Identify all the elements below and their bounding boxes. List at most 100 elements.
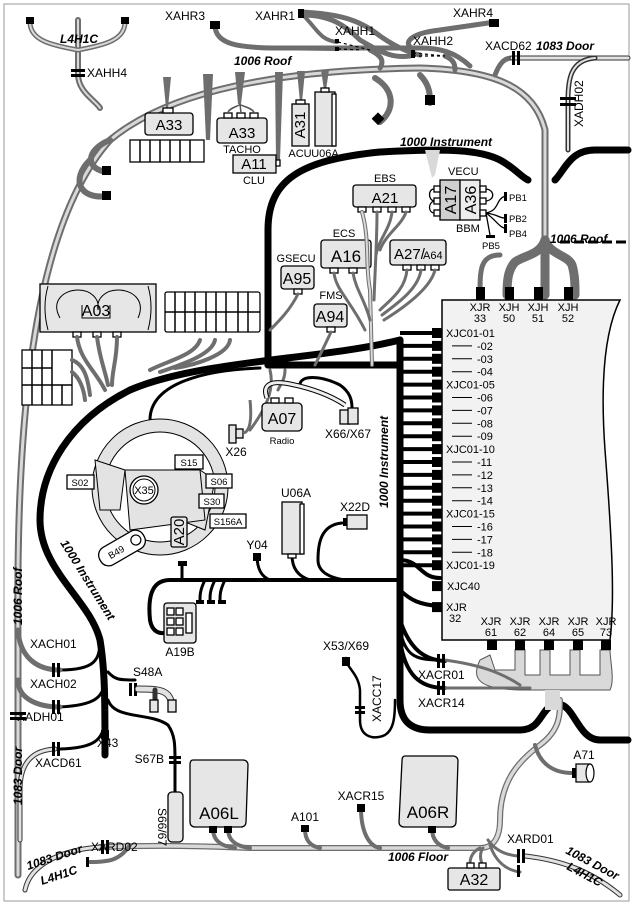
connector-xacr15[interactable]: XACR15 [338,789,385,812]
connector-x66-x67[interactable]: X66/X67 [325,407,371,441]
module-a33-tacho[interactable]: A33 TACHO [216,103,268,156]
xjc-pin-plug[interactable] [432,392,442,403]
xjc-pin-plug[interactable] [432,482,442,493]
module-a11[interactable]: A11 CLU [232,154,281,187]
xjr32-num: 32 [449,613,461,625]
pb1-label: PB1 [509,193,527,204]
s48a-label: S48A [133,665,162,679]
switch-s156a[interactable]: S156A [209,513,247,529]
xahr3-label: XAHR3 [165,9,205,23]
xjc-row-label: XJC01-10 [446,444,495,456]
module-a31[interactable]: A31 ACU [288,99,312,160]
a16-label: A16 [331,247,361,266]
door-harness-1083-top[interactable] [509,51,631,153]
xjc-row-label: -14 [477,496,493,508]
switch-s66-67[interactable]: S66/67 [155,791,184,846]
module-a06r[interactable]: A06R [398,755,459,833]
switch-s15[interactable]: S15 [174,454,204,470]
roof-1006-top-label: 1006 Roof [234,54,292,68]
a36-label: A36 [463,186,480,215]
xahr3-plug [210,21,220,29]
connector-y04[interactable]: Y04 [246,538,268,561]
a06r-label: A06R [407,803,450,822]
u06a-mid-label: U06A [281,486,311,500]
connector-xacc17[interactable]: XACC17 [355,675,384,722]
xjc-pin-plug[interactable] [432,457,442,467]
radio-label: Radio [270,436,295,447]
a33-left-label: A33 [156,117,183,134]
xahh2-label: XAHH2 [413,34,453,48]
xjc-pin-plug[interactable] [432,431,442,442]
xahh1-label: XAHH1 [335,24,375,38]
xjc40-label: XJC40 [447,581,480,593]
xacr14-label: XACR14 [418,696,465,710]
module-a94[interactable]: A94 FMS [313,290,348,333]
x35-connector[interactable]: X35 [129,475,159,505]
xjc-pin-plug[interactable] [432,444,442,455]
xahh4-label: XAHH4 [87,66,127,80]
xjc-pin-plug[interactable] [432,418,442,429]
cu-top-connector-name: XJH [558,302,579,314]
xjc-pin-plug[interactable] [432,560,442,571]
connector-x53-x69[interactable]: X53/X69 [323,639,369,666]
switch-s48a[interactable]: S48A [129,665,177,713]
xjc-pin-plug[interactable] [432,405,442,416]
xjc40-plug[interactable] [432,581,442,592]
module-a32[interactable]: A32 [447,862,501,891]
xjc-pin-plug[interactable] [432,328,442,338]
fuse-block-left[interactable] [21,349,73,406]
xjc-pin-plug[interactable] [432,534,442,545]
roof-left-branches [10,627,109,843]
module-u06a-top[interactable]: U06A [311,87,339,160]
xjc-pin-plug[interactable] [432,340,442,351]
clu-label: CLU [243,175,265,187]
xjc-pin-plug[interactable] [432,379,442,390]
xard02-label: XARD02 [91,840,138,854]
module-a16[interactable]: A16 ECS [320,228,372,274]
module-a19b[interactable]: A19B [163,602,197,659]
sensor-b49[interactable]: B49 [95,527,148,569]
module-a03[interactable]: A03 [39,283,157,338]
module-u06a-mid[interactable]: U06A [281,486,311,559]
xjc-pin-plug[interactable] [432,521,442,532]
module-vecu-bbm[interactable]: A17 A36 VECU BBM PB1 PB2 PB4 PB5 [428,166,527,252]
xjc-pin-plug[interactable] [432,508,442,519]
xjc-pin-plug[interactable] [432,469,442,480]
module-a21[interactable]: A21 EBS [352,173,417,213]
xjc-pin-plug[interactable] [432,547,442,558]
connector-s67b[interactable]: S67B [135,752,181,766]
instrument-1000-top-label: 1000 Instrument [400,135,493,149]
s66-67-label: S66/67 [155,808,169,846]
module-a33-left[interactable]: A33 [144,107,194,136]
a06l-label: A06L [199,804,239,823]
xjc-pin-plug[interactable] [432,353,442,364]
switch-s30[interactable]: S30 [198,493,225,509]
connector-x26[interactable]: X26 [225,399,253,459]
module-a07-radio[interactable]: A07 Radio [261,397,303,447]
xjc-pin-plug[interactable] [432,495,442,506]
bus-plug-1 [196,600,204,604]
drop-u06a [321,70,329,90]
module-a95[interactable]: A95 GSECU [276,253,316,295]
speaker-a71[interactable]: A71 [572,748,595,783]
cu-bottom-connector-name: XJR [481,616,502,628]
switch-s06[interactable]: S06 [205,473,233,489]
ebs-label: EBS [374,173,396,185]
cu-bottom-connector-num: 64 [543,627,555,639]
connector-a101[interactable]: A101 [291,810,319,832]
vecu-drop [425,150,440,178]
module-a20[interactable]: A20 [170,516,188,548]
fuse-block-roof[interactable] [129,139,205,163]
central-electrical-unit[interactable] [441,287,622,641]
fuse-block-center[interactable] [164,291,261,333]
roof-1006-right-label: 1006 Roof [550,232,608,246]
module-a06l[interactable]: A06L [189,759,249,833]
acu-label: ACU [288,148,311,160]
s156a-label: S156A [214,517,243,528]
connector-x22d[interactable]: X22D [340,500,370,530]
xjc-pin-plug[interactable] [432,366,442,377]
switch-s02[interactable]: S02 [66,474,95,490]
s06-label: S06 [211,477,228,488]
module-a27-a64[interactable]: A27/ A64 [389,239,447,271]
s67b-label: S67B [135,752,164,766]
